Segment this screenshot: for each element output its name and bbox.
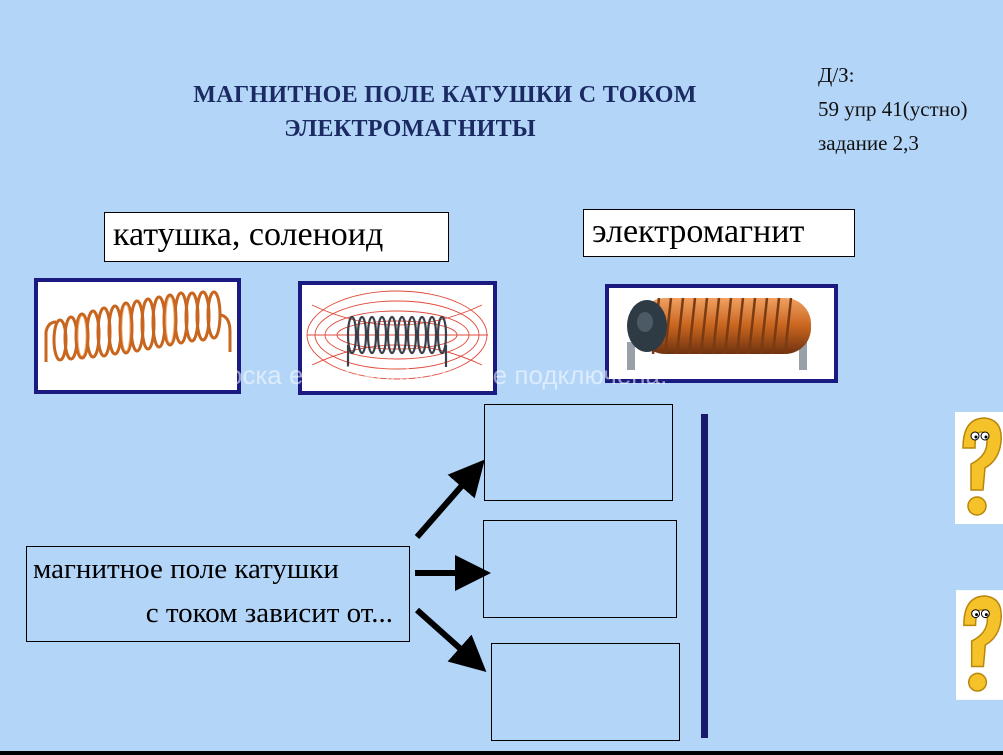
vertical-divider: [701, 414, 708, 738]
arrows: [414, 459, 491, 672]
electromagnet-image: [605, 284, 838, 383]
field-lines-image: [298, 281, 497, 395]
answer-box-2[interactable]: [483, 520, 677, 618]
answer-box-1[interactable]: [484, 404, 673, 501]
field-lines-illustration: [306, 290, 488, 380]
coil-image: [34, 278, 241, 394]
bottom-bar: [0, 751, 1003, 755]
watermark-text: Доска elite Panaboard не подключена.: [210, 360, 668, 390]
coil-spring-illustration: [44, 290, 232, 362]
prompt-line-2: с током зависит от...: [145, 597, 393, 629]
coil-label: катушка, соленоид: [104, 212, 449, 262]
electromagnet-label: электромагнит: [583, 209, 855, 257]
arrow-up: [414, 459, 485, 539]
answer-box-3[interactable]: [491, 643, 680, 741]
question-mark-icon[interactable]: [955, 412, 1003, 524]
question-mark-icon[interactable]: [956, 589, 1003, 701]
slide-title: МАГНИТНОЕ ПОЛЕ КАТУШКИ С ТОКОМ ЭЛЕКТРОМА…: [150, 78, 740, 146]
homework-line-1: Д/З:: [818, 63, 855, 87]
title-line-2: ЭЛЕКТРОМАГНИТЫ: [284, 116, 536, 142]
electromagnet-illustration: [627, 297, 811, 370]
homework-note: Д/З: 59 упр 41(устно) задание 2,3: [818, 58, 967, 160]
arrow-down: [415, 607, 487, 672]
prompt-box: магнитное поле катушки с током зависит о…: [26, 546, 410, 642]
title-line-1: МАГНИТНОЕ ПОЛЕ КАТУШКИ С ТОКОМ: [193, 82, 697, 108]
homework-line-3: задание 2,3: [818, 131, 919, 155]
homework-line-2: 59 упр 41(устно): [818, 97, 968, 121]
prompt-line-1: магнитное поле катушки: [33, 553, 339, 585]
